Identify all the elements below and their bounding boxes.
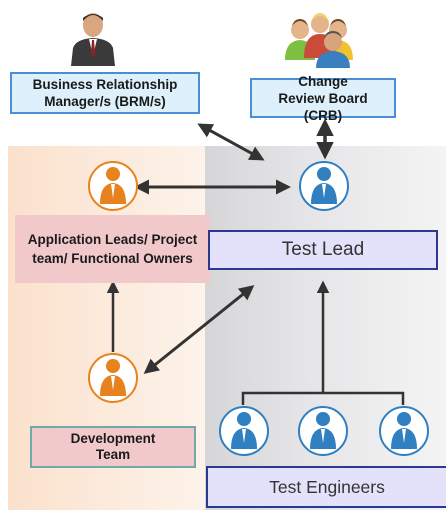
person-blue-icon <box>299 161 349 211</box>
test-engineers-label: Test Engineers <box>269 476 385 497</box>
group-icon <box>285 13 353 68</box>
arrow-dev-testlead <box>143 285 255 374</box>
brm-box: Business Relationship Manager/s (BRM/s) <box>10 72 200 114</box>
crb-label: Change Review Board (CRB) <box>278 73 368 123</box>
person-blue-icon <box>379 406 429 456</box>
test-lead-box: Test Lead <box>208 230 438 270</box>
arrow-brm-testlead <box>197 123 265 161</box>
crb-box: Change Review Board (CRB) <box>250 74 396 123</box>
brm-label: Business Relationship Manager/s (BRM/s) <box>32 77 178 109</box>
app-leads-label: Application Leads/ Project team/ Functio… <box>27 232 198 266</box>
dev-team-label: Development Team <box>70 431 156 462</box>
engineers-bracket <box>241 391 405 405</box>
dev-team-box: Development Team <box>30 426 196 468</box>
person-blue-icon <box>298 406 348 456</box>
person-orange-icon <box>88 353 138 403</box>
test-engineers-box: Test Engineers <box>206 466 446 508</box>
app-leads-box: Application Leads/ Project team/ Functio… <box>15 215 210 283</box>
businessman-icon <box>71 13 115 66</box>
person-blue-icon <box>219 406 269 456</box>
person-orange-icon <box>88 161 138 211</box>
test-lead-label: Test Lead <box>281 239 365 260</box>
